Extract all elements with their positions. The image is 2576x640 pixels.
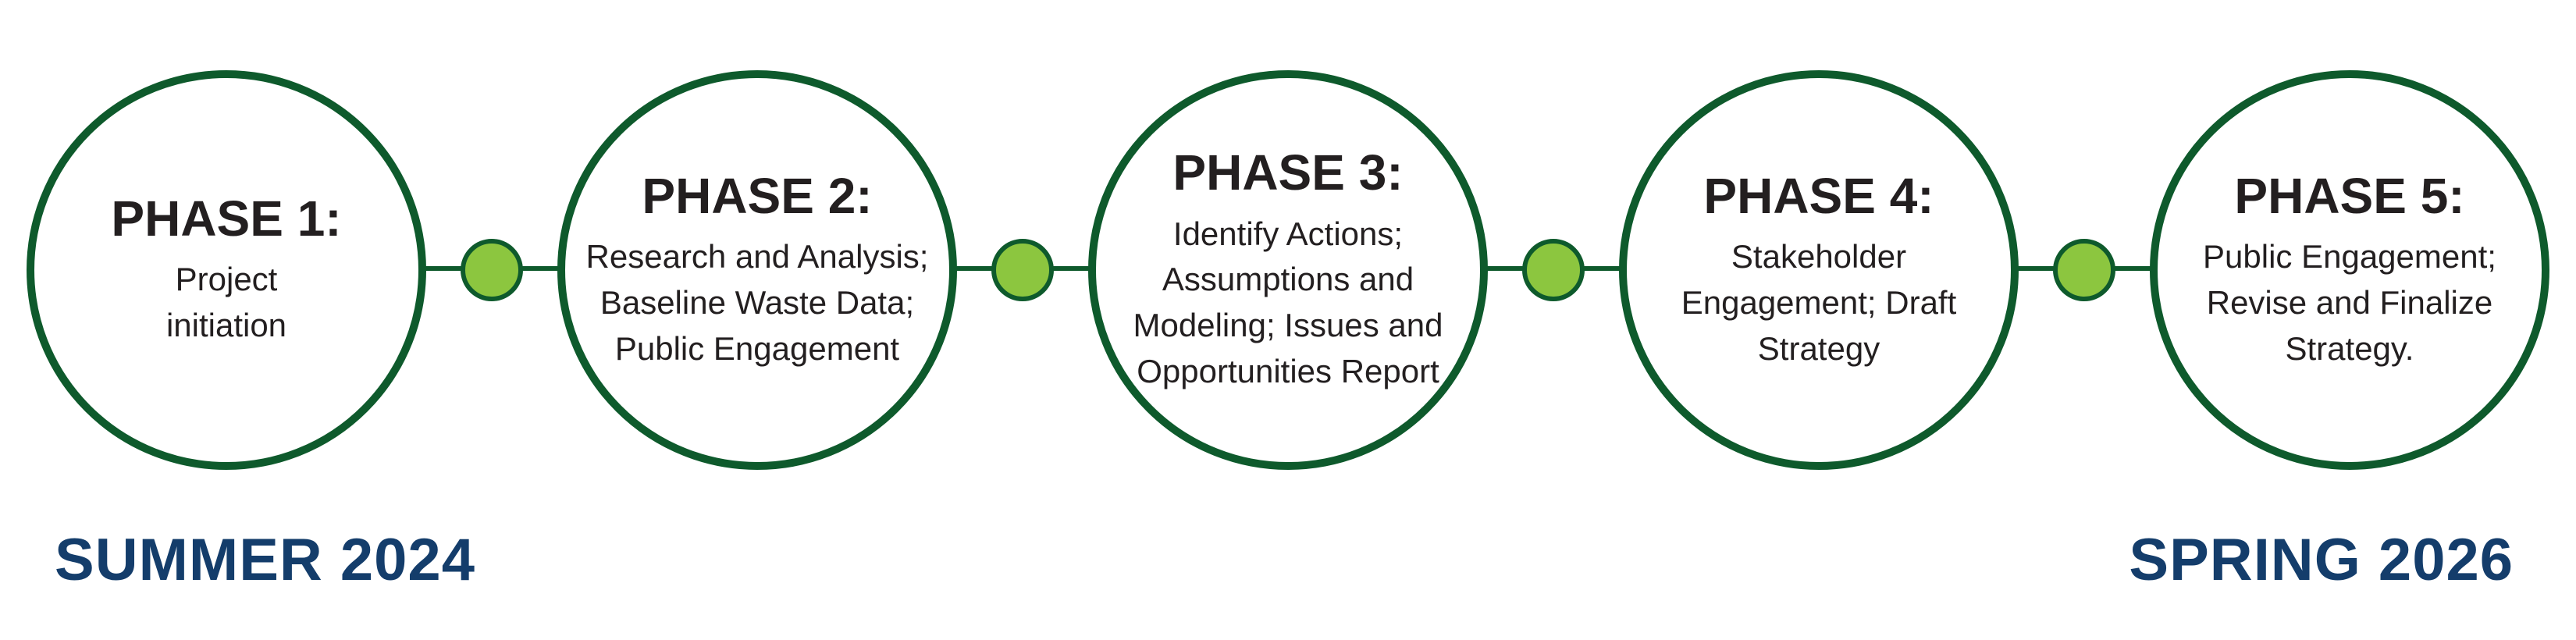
phase-title: PHASE 1: bbox=[111, 190, 342, 247]
phase-circle-1: PHASE 1: Project initiation bbox=[27, 70, 426, 470]
phase-circle-2: PHASE 2: Research and Analysis; Baseline… bbox=[557, 70, 957, 470]
connector-dot bbox=[461, 239, 523, 301]
phase-title: PHASE 5: bbox=[2234, 167, 2465, 224]
phase-title: PHASE 2: bbox=[642, 167, 873, 224]
phase-circle-5: PHASE 5: Public Engagement; Revise and F… bbox=[2150, 70, 2549, 470]
phase-description: Research and Analysis; Baseline Waste Da… bbox=[585, 238, 929, 367]
end-date-label: SPRING 2026 bbox=[2129, 527, 2514, 593]
connector-dot bbox=[2053, 239, 2115, 301]
start-date-label: SUMMER 2024 bbox=[55, 527, 475, 593]
phase-description: Project initiation bbox=[165, 261, 287, 344]
phase-description: Stakeholder Engagement; Draft Strategy bbox=[1681, 238, 1957, 367]
phase-circle-3: PHASE 3: Identify Actions; Assumptions a… bbox=[1088, 70, 1488, 470]
connector-dot bbox=[991, 239, 1054, 301]
phase-title: PHASE 3: bbox=[1172, 144, 1404, 201]
phase-description: Public Engagement; Revise and Finalize S… bbox=[2203, 238, 2496, 367]
phase-title: PHASE 4: bbox=[1703, 167, 1934, 224]
phase-description: Identify Actions; Assumptions and Modeli… bbox=[1133, 215, 1443, 389]
connector-dot bbox=[1522, 239, 1585, 301]
phase-circle-4: PHASE 4: Stakeholder Engagement; Draft S… bbox=[1619, 70, 2019, 470]
